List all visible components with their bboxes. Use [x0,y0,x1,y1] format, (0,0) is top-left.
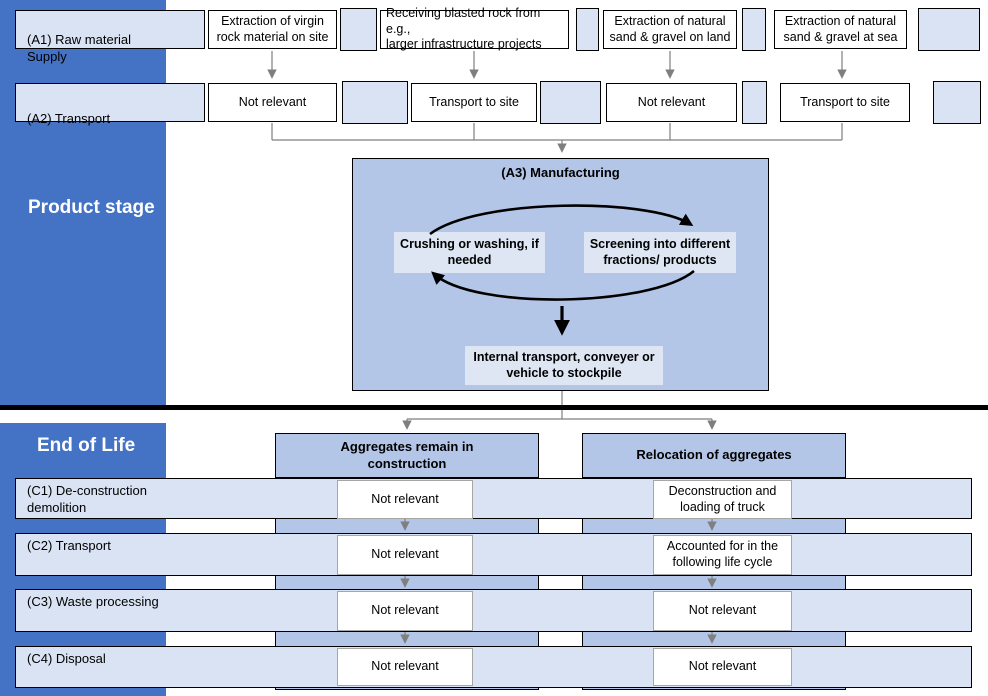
a2-spacer [742,81,767,124]
a1-spacer [340,8,377,51]
a2-cell-1: Not relevant [208,83,337,122]
a2-spacer [540,81,601,124]
c2-branch1-value: Not relevant [337,535,473,575]
a2-row-label-text: (A2) Transport [27,110,111,126]
c3-row: (C3) Waste processing [15,589,972,632]
c3-branch2-value: Not relevant [653,591,792,631]
a1-spacer [742,8,766,51]
a1-cell-virgin-rock: Extraction of virgin rock material on si… [208,10,337,49]
a2-cell-3: Not relevant [606,83,737,122]
c1-branch2-value: Deconstruction and loading of truck [653,480,792,519]
a1-cell-sand-land: Extraction of natural sand & gravel on l… [603,10,737,49]
a1-cell-blasted-rock: Receiving blasted rock from e.g., larger… [380,6,569,51]
a1-row-label: (A1) Raw material Supply [15,10,205,64]
c3-row-label: (C3) Waste processing [27,594,159,609]
a1-spacer [918,8,980,51]
c3-branch1-value: Not relevant [337,591,473,631]
a1-cell-sand-sea: Extraction of natural sand & gravel at s… [774,10,907,49]
product-stage-sidebar: Product stage [0,0,166,405]
a2-row-label: (A2) Transport [15,83,205,126]
branch1-header: Aggregates remain in construction [275,433,539,478]
product-stage-title: Product stage [28,197,155,218]
c4-row: (C4) Disposal [15,646,972,688]
c4-branch2-value: Not relevant [653,648,792,686]
a2-cell-4: Transport to site [780,83,910,122]
a2-a3-connector [271,123,843,153]
a3-internal-transport-box: Internal transport, conveyer or vehicle … [465,346,663,385]
c2-branch2-value: Accounted for in the following life cycl… [653,535,792,575]
a1-a2-arrows [267,51,847,79]
a3-crushing-box: Crushing or washing, if needed [394,232,545,273]
a1-spacer [576,8,599,51]
c1-branch1-value: Not relevant [337,480,473,519]
a3-title: (A3) Manufacturing [501,165,620,180]
a1-row-label-text: (A1) Raw material Supply [27,31,132,64]
branch2-header: Relocation of aggregates [582,433,846,478]
c2-row: (C2) Transport [15,533,972,576]
stage-divider-line [0,405,988,410]
a2-spacer [933,81,981,124]
end-of-life-title: End of Life [37,435,136,456]
c1-row: (C1) De-construction demolition [15,478,972,519]
c4-row-label: (C4) Disposal [27,651,106,666]
c2-row-label: (C2) Transport [27,538,111,553]
a2-spacer [342,81,408,124]
c1-row-label: (C1) De-construction demolition [27,483,147,515]
a2-cell-2: Transport to site [411,83,537,122]
c4-branch1-value: Not relevant [337,648,473,686]
a3-manufacturing-box: (A3) Manufacturing Crushing or washing, … [352,158,769,391]
a3-screening-box: Screening into different fractions/ prod… [584,232,736,273]
